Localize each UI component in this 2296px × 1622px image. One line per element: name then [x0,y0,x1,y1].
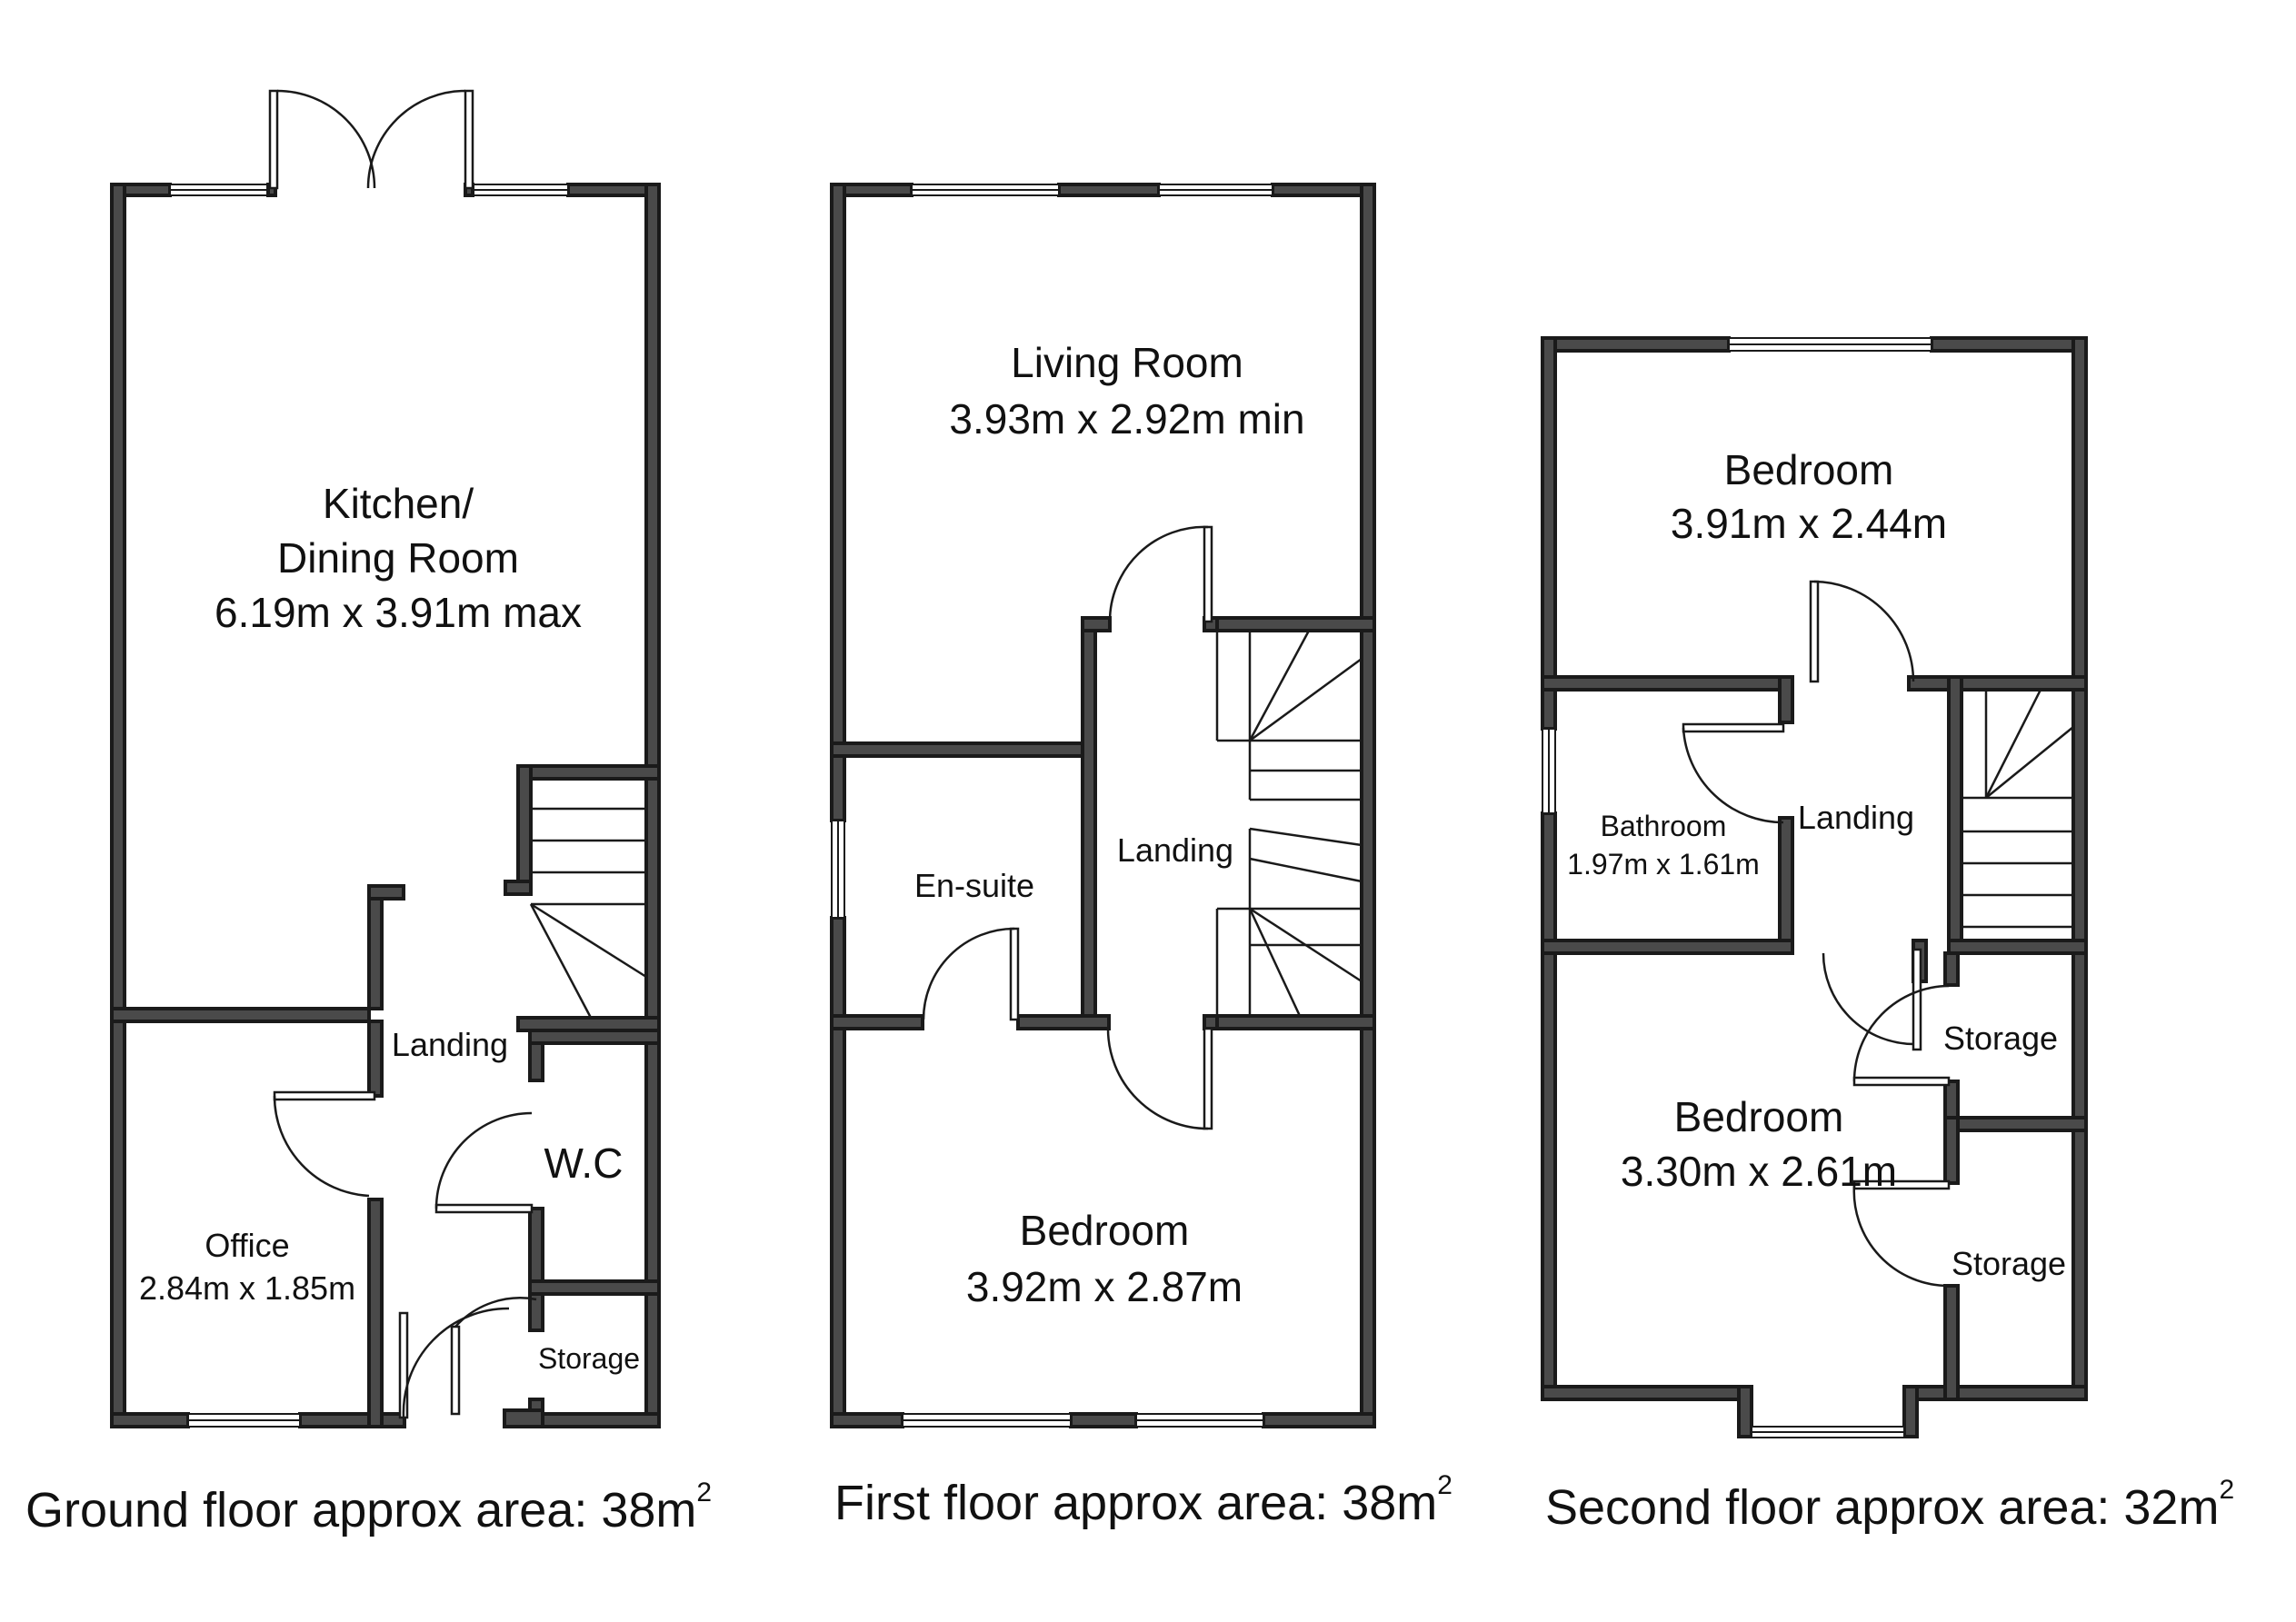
bathroom-label: Bathroom [1601,810,1727,842]
second-top-bedroom-dimensions: 3.91m x 2.44m [1671,500,1947,547]
office-dimensions: 2.84m x 1.85m [139,1269,355,1307]
second-floor-plan: Bedroom 3.91m x 2.44m Bathroom 1.97m x 1… [1541,336,2088,1438]
second-landing-label: Landing [1798,799,1914,836]
living-room-dimensions: 3.93m x 2.92m min [949,395,1304,443]
first-landing-label: Landing [1117,831,1233,869]
first-floor-area-text: First floor approx area: 38m [834,1476,1437,1530]
second-bottom-bedroom-dimensions: 3.30m x 2.61m [1621,1148,1897,1195]
ensuite-label: En-suite [914,867,1034,904]
second-top-bedroom-label: Bedroom [1724,446,1894,493]
ground-storage-label: Storage [538,1342,640,1375]
second-bottom-bedroom-label: Bedroom [1674,1093,1844,1140]
first-floor-plan: Living Room 3.93m x 2.92m min En-suite L… [830,183,1376,1428]
first-bedroom-dimensions: 3.92m x 2.87m [966,1263,1243,1310]
ground-floor-area-caption: Ground floor approx area: 38m2 [25,1478,712,1537]
second-storage-label-1: Storage [1943,1020,2058,1057]
second-floor-area-sup: 2 [2219,1475,2234,1505]
second-floor-area-caption: Second floor approx area: 32m2 [1545,1475,2234,1535]
dining-room-label: Dining Room [277,534,519,582]
kitchen-dimensions: 6.19m x 3.91m max [215,589,582,636]
ground-floor-area-sup: 2 [696,1478,712,1508]
first-floor-area-sup: 2 [1437,1470,1452,1500]
wc-label: W.C [544,1139,624,1187]
second-floor-area-text: Second floor approx area: 32m [1545,1480,2219,1535]
kitchen-label: Kitchen/ [323,480,474,527]
first-floor-area-caption: First floor approx area: 38m2 [834,1470,1452,1530]
first-bedroom-label: Bedroom [1020,1207,1190,1254]
ground-landing-label: Landing [392,1026,508,1063]
ground-floor-area-text: Ground floor approx area: 38m [25,1483,696,1537]
living-room-label: Living Room [1011,339,1243,386]
office-label: Office [205,1227,289,1264]
bathroom-dimensions: 1.97m x 1.61m [1567,848,1760,881]
ground-floor-plan: Kitchen/ Dining Room 6.19m x 3.91m max L… [110,89,661,1428]
second-storage-label-2: Storage [1952,1245,2066,1282]
